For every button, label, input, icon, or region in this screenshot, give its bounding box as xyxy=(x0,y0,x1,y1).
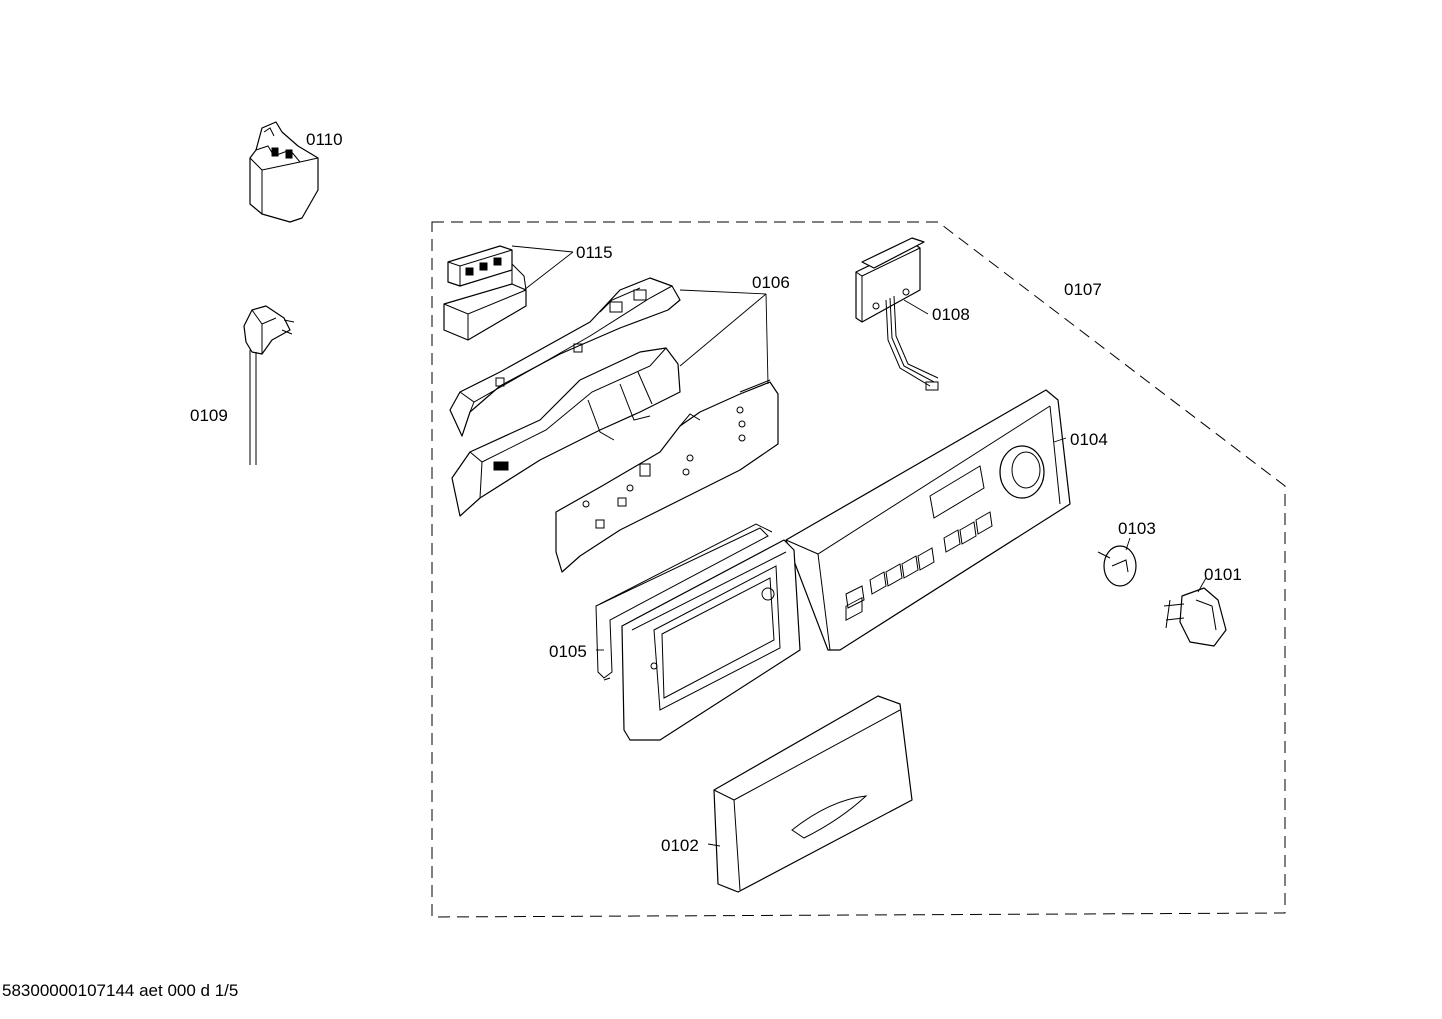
label-0108: 0108 xyxy=(932,305,970,324)
label-0104: 0104 xyxy=(1070,430,1108,449)
part-0101-drawing xyxy=(1163,587,1227,647)
label-0106: 0106 xyxy=(752,273,790,292)
part-0104-frame-drawing xyxy=(621,539,801,741)
part-0106-board-drawing xyxy=(555,379,779,573)
assembly-boundary-0107 xyxy=(431,221,1286,918)
part-0105-drawing xyxy=(595,523,773,681)
label-0107: 0107 xyxy=(1064,280,1102,299)
label-0102: 0102 xyxy=(661,836,699,855)
part-0115-drawing xyxy=(443,245,527,341)
part-0108-drawing xyxy=(855,237,939,391)
part-0103-drawing xyxy=(1097,545,1137,587)
part-0109-drawing xyxy=(243,305,295,465)
leader-lines xyxy=(511,245,1207,847)
label-0110: 0110 xyxy=(306,130,343,149)
drawing-reference-number: 58300000107144 aet 000 d 1/5 xyxy=(2,981,239,1000)
part-0106-lower-drawing xyxy=(451,347,681,517)
part-0110-drawing xyxy=(249,121,319,223)
part-0106-upper-drawing xyxy=(449,277,681,437)
label-0103: 0103 xyxy=(1118,519,1156,538)
label-0105: 0105 xyxy=(549,642,587,661)
label-0109: 0109 xyxy=(190,406,228,425)
part-0104-drawing xyxy=(785,389,1071,651)
part-0102-drawing xyxy=(713,695,913,893)
label-0115: 0115 xyxy=(576,243,613,262)
label-0101: 0101 xyxy=(1204,565,1242,584)
